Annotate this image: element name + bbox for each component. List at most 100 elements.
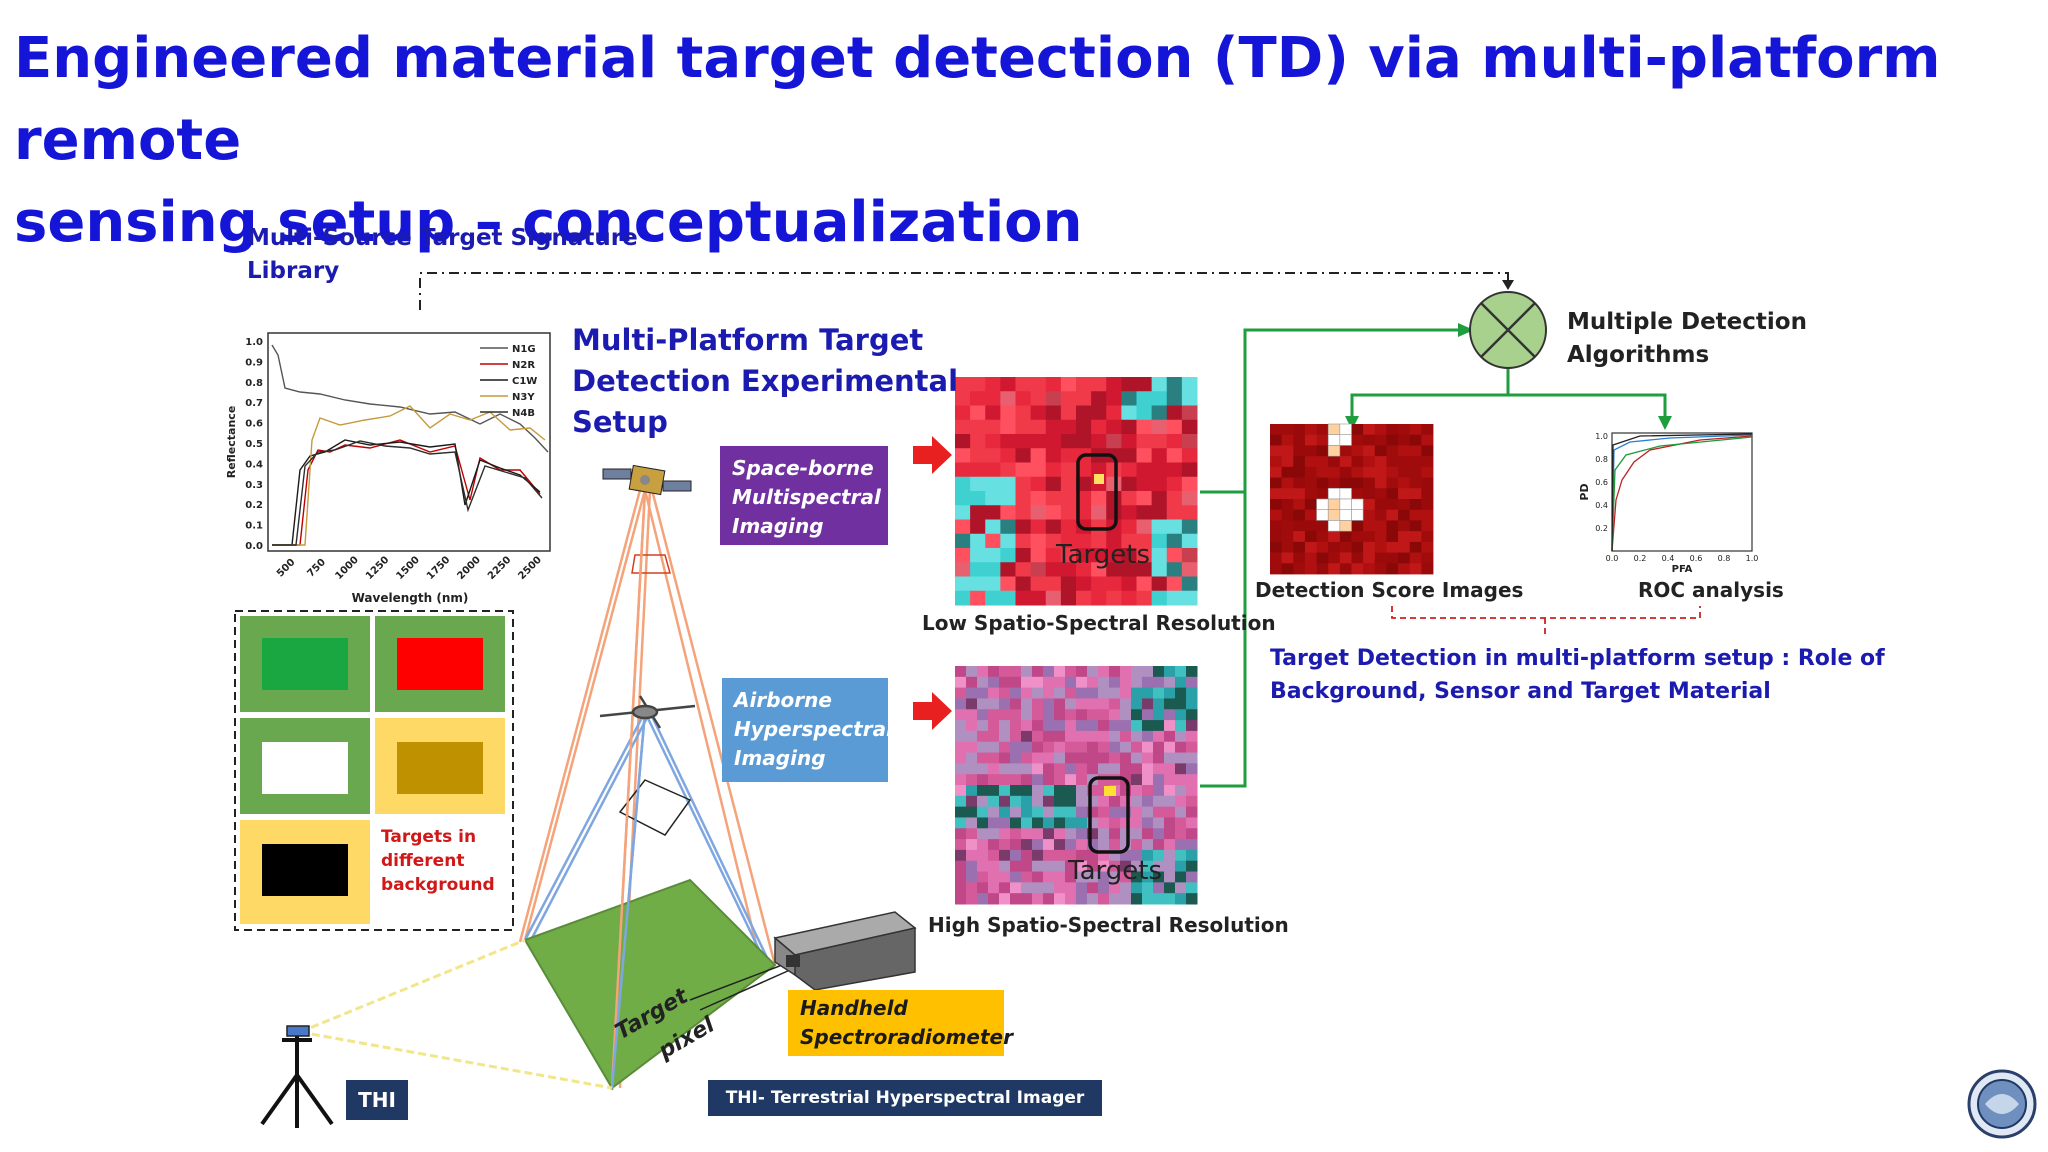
score-pixel [1363, 520, 1376, 532]
high-res-pixel [1098, 763, 1110, 775]
score-pixel [1421, 424, 1434, 436]
score-pixel [1386, 456, 1399, 468]
high-res-pixel [1032, 795, 1044, 808]
score-pixel [1270, 445, 1283, 457]
score-pixel [1421, 488, 1434, 500]
high-res-pixel [1142, 828, 1154, 840]
high-res-pixel [1043, 817, 1055, 829]
high-res-pixel [1065, 849, 1077, 862]
high-res-pixel [1065, 893, 1077, 905]
chart-x-tick: 1000 [333, 554, 360, 581]
high-res-pixel [1010, 795, 1022, 808]
high-res-pixel [1087, 676, 1099, 689]
score-pixel [1363, 499, 1376, 511]
score-pixel [1398, 499, 1411, 511]
score-pixel [1304, 445, 1317, 457]
score-hot-pixel [1327, 498, 1341, 511]
high-res-pixel [1142, 774, 1154, 786]
high-res-pixel [1186, 730, 1198, 743]
chart-ylabel: Reflectance [225, 406, 238, 479]
high-res-pixel [966, 720, 978, 732]
high-res-pixel [977, 860, 989, 873]
low-res-pixel [1015, 462, 1032, 478]
low-res-pixel [985, 562, 1001, 577]
high-res-pixel [1087, 730, 1099, 743]
low-res-pixel [970, 476, 986, 492]
high-res-pixel [1076, 720, 1088, 732]
high-res-pixel [999, 871, 1011, 883]
low-res-pixel [1030, 491, 1047, 506]
high-res-pixel [1076, 795, 1088, 808]
high-res-pixel [1065, 720, 1077, 732]
high-res-pixel [1021, 893, 1033, 905]
score-pixel [1281, 488, 1294, 500]
score-pixel [1386, 531, 1399, 543]
pixel-overlay-lines [610, 489, 647, 1089]
score-pixel [1316, 541, 1329, 553]
high-res-pixel [977, 785, 989, 797]
score-pixel [1363, 434, 1376, 446]
score-pixel [1304, 424, 1317, 436]
score-pixel [1270, 424, 1283, 436]
low-res-pixel [955, 562, 971, 577]
score-pixel [1328, 541, 1341, 553]
curve-n1g [271, 344, 549, 453]
score-pixel [1409, 509, 1422, 521]
high-res-pixel [955, 720, 967, 732]
score-pixel [1374, 434, 1387, 446]
high-res-pixel [1054, 730, 1066, 743]
airborne-line2: Hyperspectral [734, 717, 893, 741]
slide-title: Engineered material target detection (TD… [14, 18, 2014, 264]
high-res-pixel [955, 785, 967, 797]
high-res-pixel [1186, 698, 1198, 710]
high-res-pixel [1153, 752, 1165, 764]
roc-x-tick: 0.0 [1606, 554, 1619, 563]
low-res-pixel [1000, 405, 1016, 421]
arrow-space-to-image [913, 436, 952, 474]
score-pixel [1281, 531, 1294, 543]
low-res-pixel [1000, 434, 1016, 449]
high-res-pixel [1065, 698, 1077, 710]
high-res-pixel [1098, 860, 1110, 873]
score-pixel [1351, 445, 1364, 457]
low-res-pixel [1121, 462, 1137, 478]
high-res-pixel [977, 763, 989, 775]
score-pixel [1421, 477, 1434, 489]
high-res-pixel [1142, 730, 1154, 743]
high-res-pixel [977, 849, 989, 862]
roc-curve-3 [1611, 436, 1753, 552]
score-pixel [1316, 531, 1329, 543]
low-res-pixel [1106, 405, 1122, 421]
low-res-pixel [1045, 405, 1062, 421]
low-res-pixel [1181, 562, 1198, 577]
score-pixel [1304, 477, 1317, 489]
high-res-pixel [1186, 828, 1198, 840]
library-link [419, 272, 1509, 310]
score-hot-pixel [1339, 520, 1352, 532]
high-res-pixel [977, 709, 989, 721]
chart-y-tick: 0.3 [245, 480, 263, 491]
score-pixel [1363, 552, 1376, 564]
roc-y-tick: 0.8 [1595, 455, 1608, 464]
low-res-pixel [1121, 448, 1137, 463]
high-res-pixel [1142, 795, 1154, 808]
score-pixel [1351, 466, 1364, 478]
high-res-pixel [1076, 687, 1088, 699]
roc-y-tick: 1.0 [1595, 432, 1608, 441]
high-res-pixel [955, 828, 967, 840]
roc-x-tick: 0.6 [1690, 554, 1703, 563]
high-res-pixel [1010, 687, 1022, 699]
score-pixel [1270, 434, 1283, 446]
high-res-pixel [1120, 871, 1132, 883]
targets-caption-line1: Targets in [381, 827, 477, 847]
low-res-pixel [1091, 562, 1107, 577]
high-res-pixel [1010, 730, 1022, 743]
score-pixel [1351, 541, 1364, 553]
high-res-pixel [1021, 752, 1033, 764]
high-res-pixel [1175, 795, 1187, 808]
low-res-pixel [970, 590, 986, 606]
setup-title-line2: Detection Experimental [572, 364, 959, 398]
score-pixel [1281, 466, 1294, 478]
high-res-pixel [1021, 795, 1033, 808]
high-res-pixel [955, 709, 967, 721]
